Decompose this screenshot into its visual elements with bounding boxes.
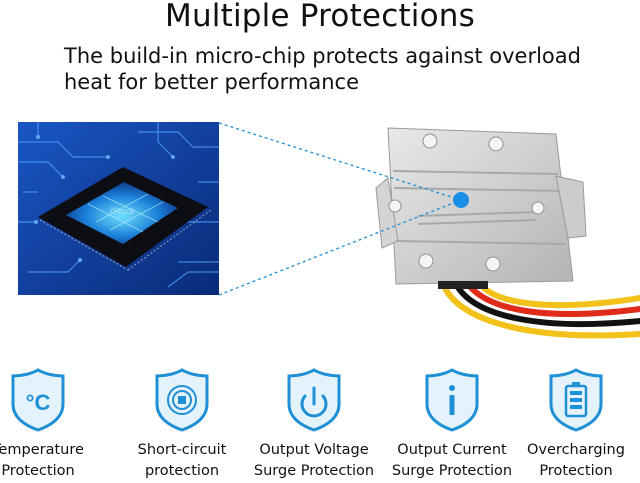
feature-label-line2: Surge Protection — [253, 463, 375, 479]
feature-short-circuit: Short-circuit protection — [118, 366, 246, 483]
feature-label-line2: protection — [144, 463, 220, 479]
feature-label-line1: Short-circuit — [137, 442, 227, 458]
feature-label-line1: Output Voltage — [259, 442, 369, 458]
feature-label-line1: Overcharging — [527, 442, 625, 458]
feature-temperature: °C Temperature Protection — [0, 366, 102, 483]
feature-label-line2: Protection — [539, 463, 613, 479]
subtitle-line-1: The build-in micro-chip protects against… — [64, 44, 581, 68]
feature-overcharging: Overcharging Protection — [512, 366, 640, 483]
info-current-icon — [425, 368, 479, 432]
power-button-icon — [287, 368, 341, 432]
feature-label-line1: Output Current — [397, 442, 507, 458]
thermometer-celsius-icon: °C — [11, 368, 65, 432]
svg-text:°C: °C — [26, 390, 51, 415]
feature-label-line2: Surge Protection — [391, 463, 513, 479]
feature-label-line1: Temperature — [0, 442, 84, 458]
feature-label-line2: Protection — [1, 463, 75, 479]
subtitle: The build-in micro-chip protects against… — [64, 43, 624, 95]
microchip-image: iStock — [18, 122, 219, 295]
feature-output-voltage: Output Voltage Surge Protection — [250, 366, 378, 483]
converter-module-image — [375, 127, 640, 339]
battery-icon — [549, 368, 603, 432]
page-title: Multiple Protections — [165, 0, 475, 34]
short-circuit-target-icon — [155, 368, 209, 432]
chip-watermark: iStock — [110, 206, 135, 216]
subtitle-line-2: heat for better performance — [64, 70, 359, 94]
feature-output-current: Output Current Surge Protection — [388, 366, 516, 483]
